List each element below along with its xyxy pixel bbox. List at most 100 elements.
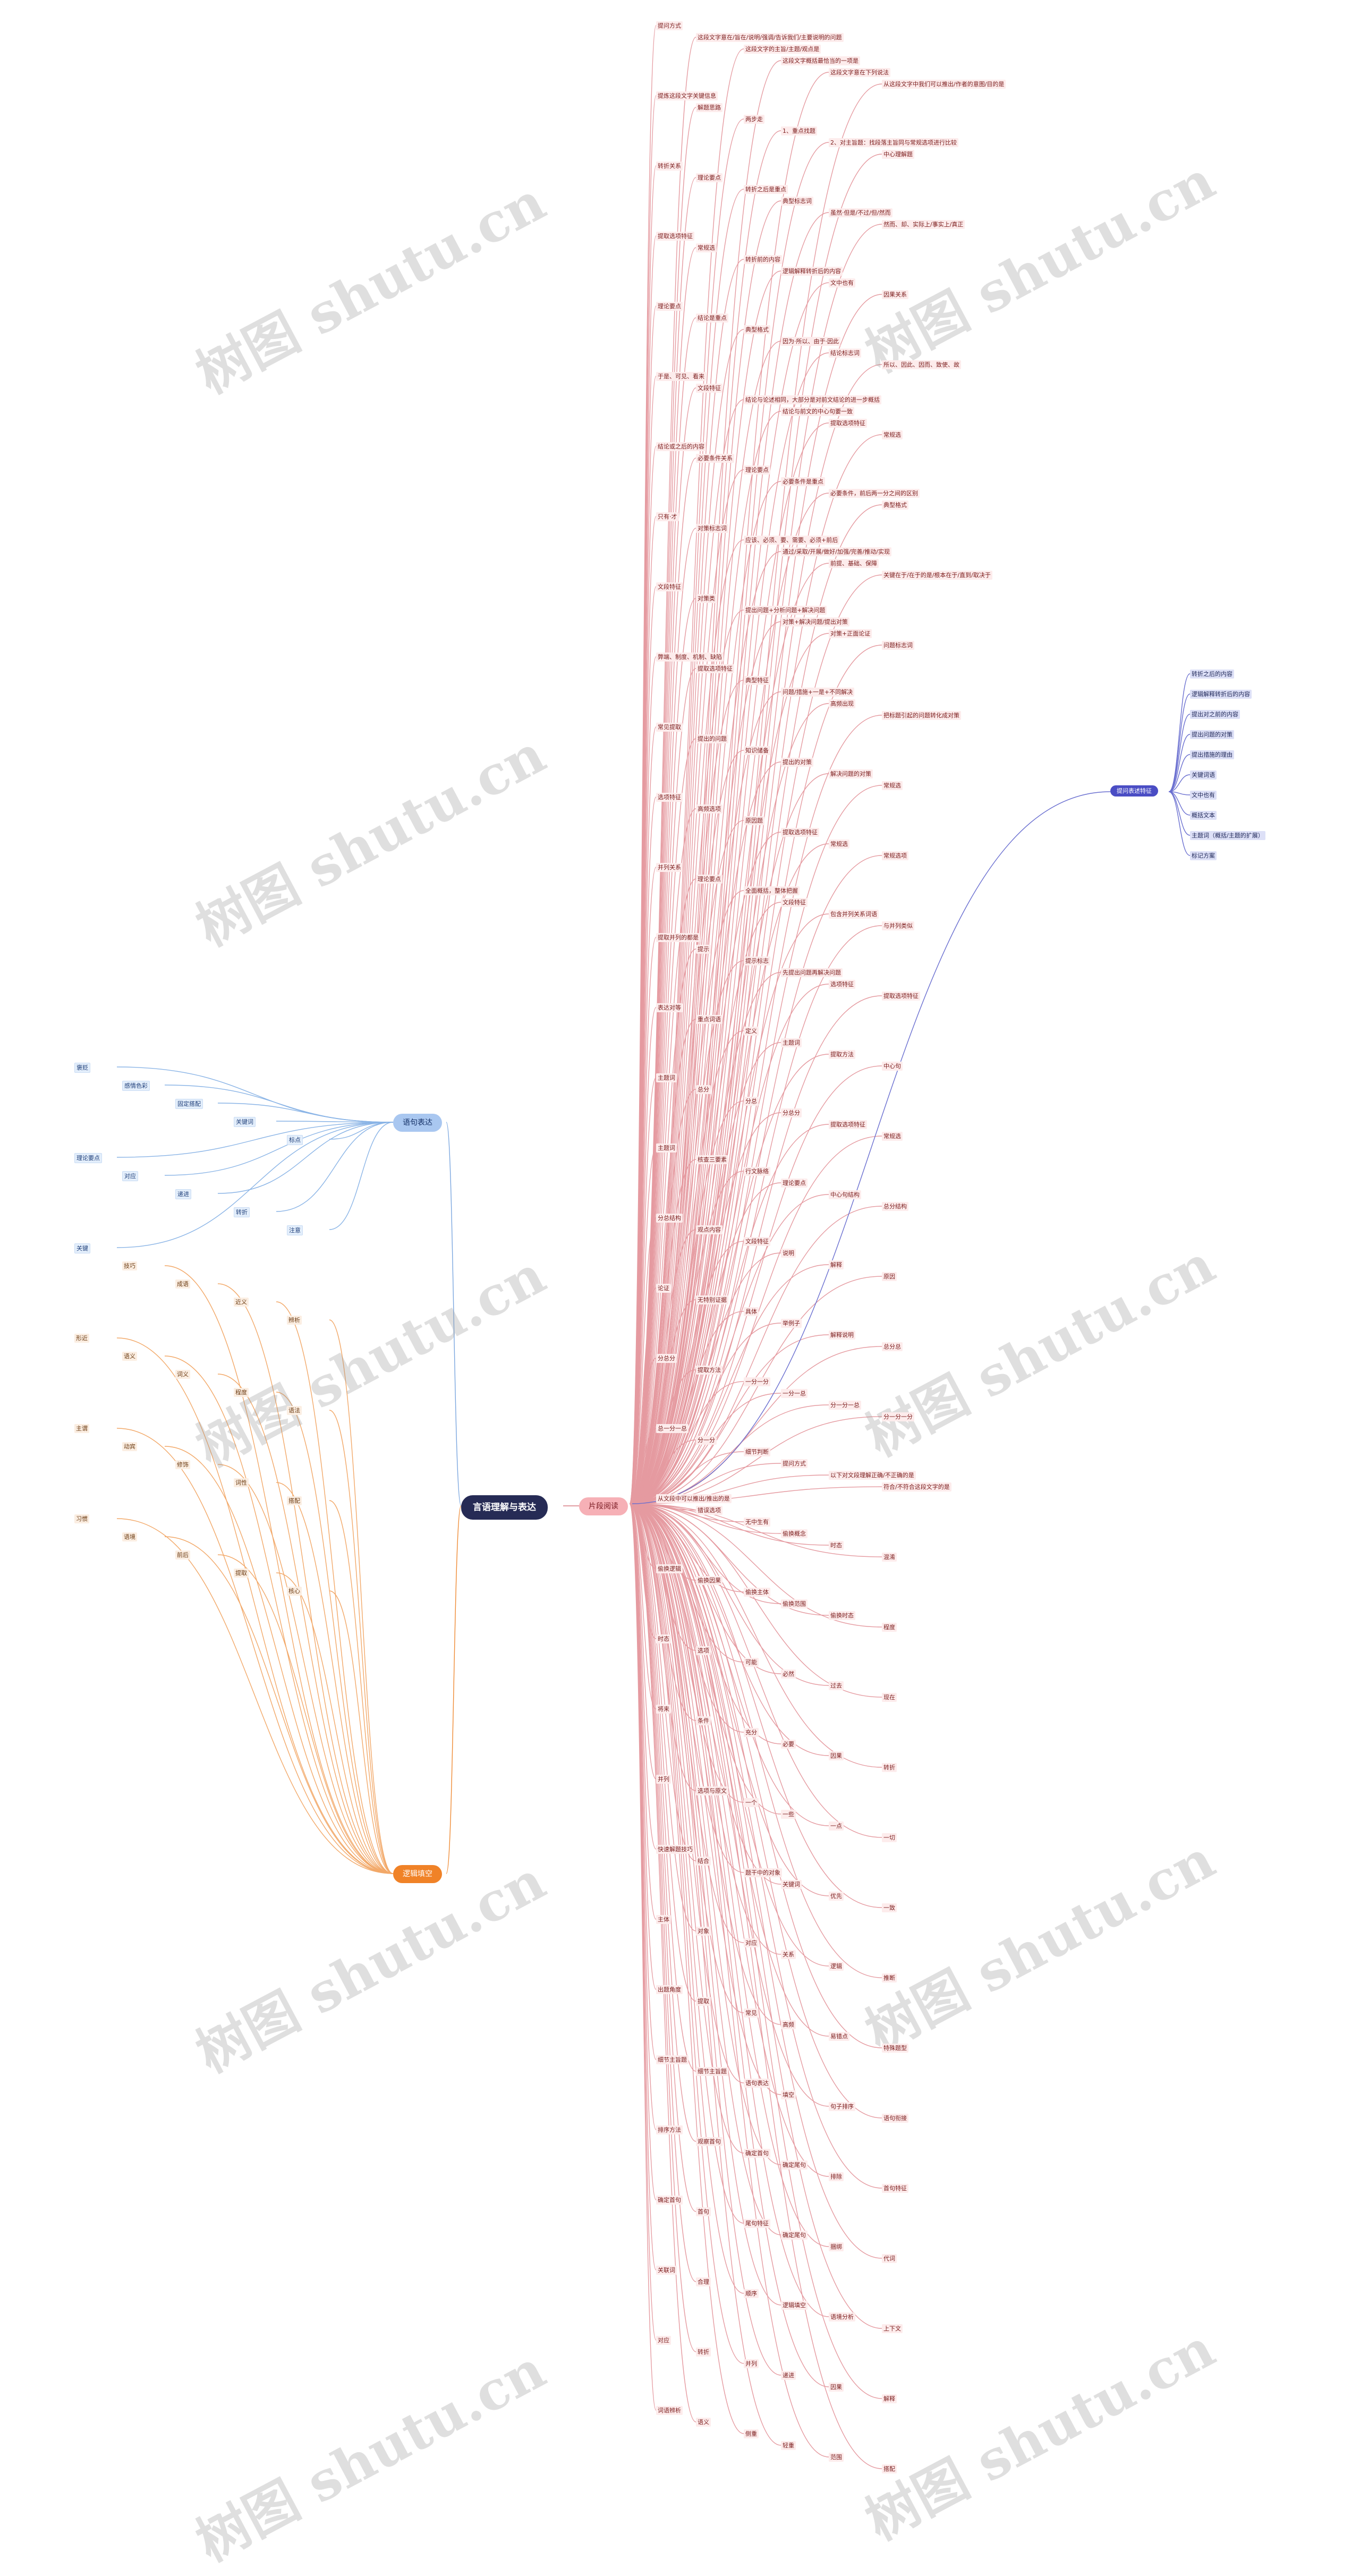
tiger-item[interactable]: 关键词语 [1190, 770, 1217, 779]
map-node[interactable]: 偷换范围 [781, 1599, 808, 1608]
map-node[interactable]: 1、重点找题 [781, 126, 817, 135]
map-node[interactable]: 原因 [882, 1272, 897, 1281]
map-node[interactable]: 常规选 [882, 1132, 903, 1141]
map-node[interactable]: 提问方式 [656, 21, 683, 30]
map-node[interactable]: 核心 [287, 1587, 302, 1596]
root-node[interactable]: 言语理解与表达 [461, 1495, 548, 1520]
map-node[interactable]: 常规选 [882, 781, 903, 790]
map-node[interactable]: 范围 [829, 2453, 844, 2462]
map-node[interactable]: 理论要点 [656, 302, 683, 311]
map-node[interactable]: 提取选项特征 [696, 664, 734, 673]
map-node[interactable]: 对策+解决问题/提出对策 [781, 617, 849, 626]
map-node[interactable]: 提取选项特征 [882, 992, 920, 1001]
map-node[interactable]: 结论或之后的内容 [656, 442, 706, 451]
map-node[interactable]: 问题标志词 [882, 641, 914, 650]
map-node[interactable]: 分总结构 [656, 1214, 683, 1223]
map-node[interactable]: 代词 [882, 2254, 897, 2263]
map-node[interactable]: 理论要点 [744, 465, 770, 474]
map-node[interactable]: 转折 [882, 1763, 897, 1772]
map-node[interactable]: 填空 [781, 2090, 796, 2099]
map-node[interactable]: 注意 [287, 1225, 303, 1235]
map-node[interactable]: 提出问题+分析问题+解决问题 [744, 606, 827, 615]
map-node[interactable]: 轻重 [781, 2441, 796, 2450]
map-node[interactable]: 总分结构 [882, 1202, 908, 1211]
map-node[interactable]: 并列 [656, 1775, 671, 1784]
map-node[interactable]: 包含并列关系词语 [829, 910, 879, 919]
map-node[interactable]: 优先 [829, 1892, 844, 1901]
map-node[interactable]: 结论与前文的中心句要一致 [781, 407, 854, 416]
map-node[interactable]: 分一分一总 [829, 1401, 861, 1410]
map-node[interactable]: 确定尾句 [781, 2160, 808, 2170]
map-node[interactable]: 中心句 [882, 1062, 903, 1071]
map-node[interactable]: 总分 [696, 1085, 711, 1094]
map-node[interactable]: 首句特征 [882, 2184, 908, 2193]
map-node[interactable]: 关系 [781, 1950, 796, 1959]
map-node[interactable]: 观点内容 [696, 1225, 722, 1234]
map-node[interactable]: 可能 [744, 1658, 759, 1667]
map-node[interactable]: 合理 [696, 2277, 711, 2286]
map-node[interactable]: 并列关系 [656, 863, 683, 872]
map-node[interactable]: 形近 [74, 1334, 89, 1343]
map-node[interactable]: 常见 [744, 2009, 759, 2018]
map-node[interactable]: 从文段中可以推出/推出的是 [656, 1494, 732, 1503]
map-node[interactable]: 选项 [696, 1646, 711, 1655]
map-node[interactable]: 理论要点 [696, 173, 722, 182]
tiger-item[interactable]: 主题词（概括/主题的扩展） [1190, 831, 1265, 840]
map-node[interactable]: 逻辑填空 [781, 2301, 808, 2310]
map-node[interactable]: 搭配 [882, 2464, 897, 2473]
map-node[interactable]: 提出的问题 [696, 734, 728, 743]
map-node[interactable]: 理论要点 [74, 1153, 102, 1163]
map-node[interactable]: 因为·所以、由于·因此 [781, 337, 840, 346]
map-node[interactable]: 近义 [234, 1298, 249, 1307]
map-node[interactable]: 分一分一分 [882, 1412, 914, 1421]
map-node[interactable]: 提取 [234, 1569, 249, 1578]
map-node[interactable]: 于是、可见、看来 [656, 372, 706, 381]
map-node[interactable]: 文段特征 [696, 384, 722, 393]
map-node[interactable]: 必要条件关系 [696, 454, 734, 463]
map-node[interactable]: 程度 [882, 1623, 897, 1632]
map-node[interactable]: 将来 [656, 1705, 671, 1714]
map-node[interactable]: 原因题 [744, 816, 764, 825]
map-node[interactable]: 因果关系 [882, 290, 908, 299]
map-node[interactable]: 因果 [829, 1751, 844, 1760]
map-node[interactable]: 常规选 [829, 840, 849, 849]
map-node[interactable]: 确定尾句 [781, 2231, 808, 2240]
map-node[interactable]: 重点词语 [696, 1015, 722, 1024]
map-node[interactable]: 高频 [781, 2020, 796, 2029]
map-node[interactable]: 表达对等 [656, 1003, 683, 1012]
map-node[interactable]: 转折之后是重点 [744, 185, 788, 194]
map-node[interactable]: 中心理解题 [882, 150, 914, 159]
map-node[interactable]: 转折前的内容 [744, 255, 782, 264]
map-node[interactable]: 对象 [696, 1927, 711, 1936]
map-node[interactable]: 典型特征 [744, 676, 770, 685]
map-node[interactable]: 分一分 [696, 1436, 717, 1445]
map-node[interactable]: 行文脉络 [744, 1167, 770, 1176]
map-node[interactable]: 常规选项 [882, 851, 908, 860]
map-node[interactable]: 只有·才 [656, 512, 679, 521]
map-node[interactable]: 语境 [122, 1532, 137, 1541]
map-node[interactable]: 特殊题型 [882, 2044, 908, 2053]
map-node[interactable]: 细节判断 [744, 1447, 770, 1456]
map-node[interactable]: 混淆 [882, 1553, 897, 1562]
map-node[interactable]: 2、对主旨题：找段落主旨同与常规选项进行比较 [829, 138, 958, 147]
map-node[interactable]: 主谓 [74, 1424, 89, 1433]
map-node[interactable]: 总一分一总 [656, 1424, 688, 1433]
map-node[interactable]: 提取选项特征 [781, 828, 819, 837]
map-node[interactable]: 这段文字意在下列说法 [829, 68, 890, 77]
map-node[interactable]: 提取选项特征 [829, 419, 867, 428]
tiger-item[interactable]: 标记方案 [1190, 851, 1217, 860]
map-node[interactable]: 典型格式 [744, 325, 770, 334]
map-node[interactable]: 递进 [175, 1189, 191, 1199]
map-node[interactable]: 常见提取 [656, 723, 683, 732]
branch-sentence[interactable]: 语句表达 [393, 1114, 442, 1132]
map-node[interactable]: 语境分析 [829, 2312, 855, 2321]
map-node[interactable]: 选项与原文 [696, 1786, 728, 1795]
map-node[interactable]: 对策标志词 [696, 524, 728, 533]
map-node[interactable]: 关键在于/在于的是/根本在于/直到/取决于 [882, 571, 992, 580]
map-node[interactable]: 因果 [829, 2383, 844, 2392]
tiger-item[interactable]: 提出措施的理由 [1190, 750, 1234, 759]
map-node[interactable]: 侧重 [744, 2429, 759, 2438]
map-node[interactable]: 偷换因果 [696, 1576, 722, 1585]
map-node[interactable]: 逻辑解释转折后的内容 [781, 267, 843, 276]
map-node[interactable]: 与并列类似 [882, 921, 914, 930]
